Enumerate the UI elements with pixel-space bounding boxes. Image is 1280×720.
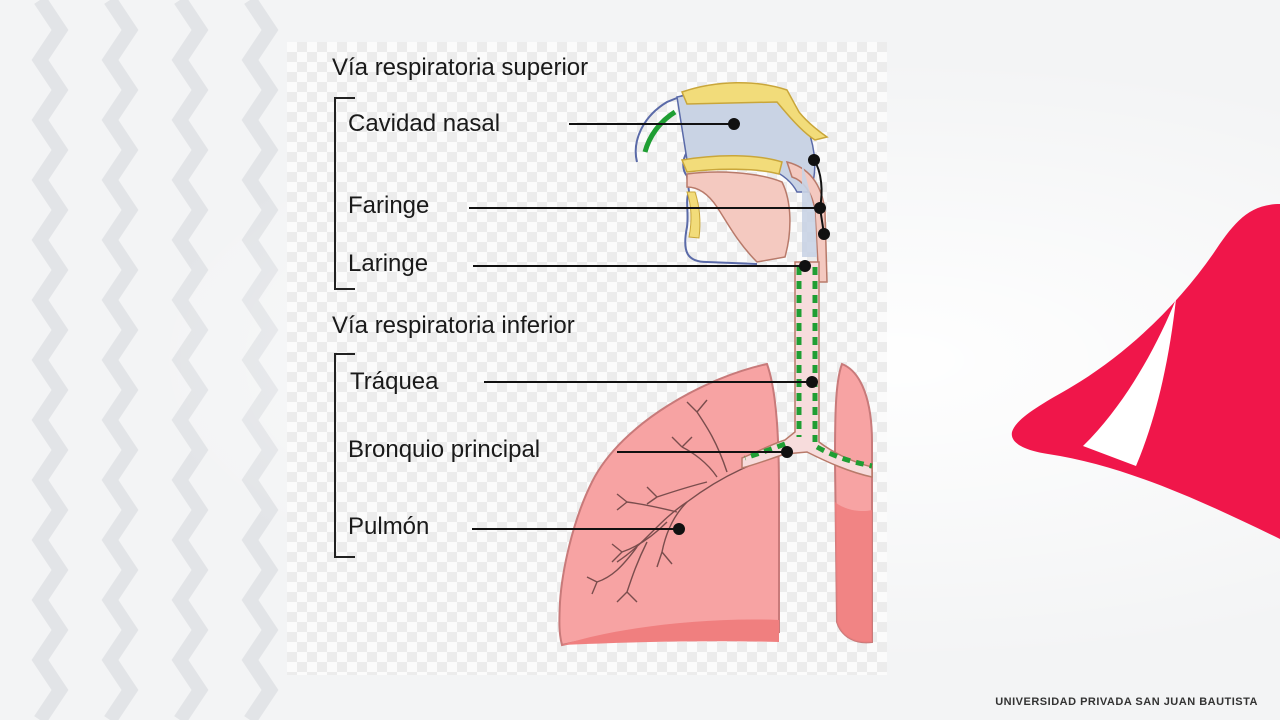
palate-bone bbox=[680, 154, 783, 175]
respiratory-diagram-image: Vía respiratoria superior Cavidad nasal … bbox=[287, 42, 887, 675]
bronchial-tree bbox=[586, 399, 788, 603]
pharynx-shape bbox=[785, 160, 828, 283]
label-lung: Pulmón bbox=[348, 513, 430, 540]
lower-bracket bbox=[334, 353, 355, 558]
label-trachea: Tráquea bbox=[350, 368, 439, 395]
label-larynx: Laringe bbox=[348, 250, 429, 277]
label-nasal-cavity: Cavidad nasal bbox=[348, 110, 501, 137]
bell-logo-icon bbox=[1011, 204, 1280, 539]
upper-bracket bbox=[334, 97, 355, 290]
institution-footer: UNIVERSIDAD PRIVADA SAN JUAN BAUTISTA bbox=[995, 696, 1258, 708]
tongue-shape bbox=[686, 171, 791, 263]
left-lung-shape bbox=[558, 362, 780, 647]
skull-bone bbox=[680, 81, 829, 141]
upper-airway-heading: Vía respiratoria superior bbox=[332, 54, 589, 81]
label-main-bronchus: Bronquio principal bbox=[348, 436, 541, 463]
label-pharynx: Faringe bbox=[348, 192, 430, 219]
respiratory-anatomy-drawing bbox=[334, 81, 873, 647]
lower-airway-heading: Vía respiratoria inferior bbox=[332, 312, 575, 339]
